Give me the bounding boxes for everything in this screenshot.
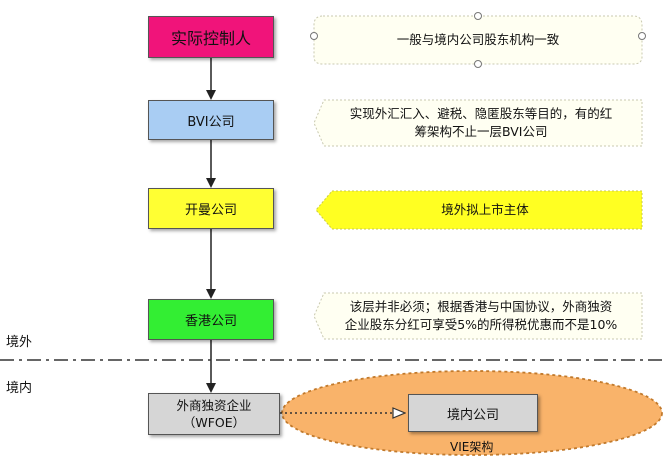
bvi-note-shape [313,99,643,147]
cayman-note-text: 境外拟上市主体 [441,202,529,217]
hk-note-line2: 企业股东分红可享受5%的所得税优惠而不是10% [344,317,618,332]
domestic-label: 境内 [6,381,33,396]
hk-note-shape [313,292,643,340]
bvi-label: BVI公司 [187,114,235,130]
controller-note-text: 一般与境内公司股东机构一致 [396,32,560,47]
hongkong-label: 香港公司 [184,314,237,329]
hk-note-line1: 该层并非必须；根据香港与中国协议，外商独资 [349,299,613,314]
cayman-note: 境外拟上市主体 [330,191,640,229]
wfoe-box: 外商独资企业 （WFOE） [148,393,280,435]
hongkong-box: 香港公司 [148,299,274,340]
hk-note: 该层并非必须；根据香港与中国协议，外商独资 企业股东分红可享受5%的所得税优惠而… [322,293,640,339]
cayman-box: 开曼公司 [148,188,274,229]
domestic-company-label: 境内公司 [446,407,499,423]
bvi-note: 实现外汇汇入、避税、隐匿股东等目的，有的红 筹架构不止一层BVI公司 [322,100,640,146]
controller-box: 实际控制人 [148,16,274,58]
controller-note-shape [310,12,646,68]
bvi-note-line2: 筹架构不止一层BVI公司 [414,124,548,139]
controller-label: 实际控制人 [170,29,251,48]
cayman-note-shape [315,190,643,230]
domestic-company-box: 境内公司 [408,394,538,432]
controller-note: 一般与境内公司股东机构一致 [318,16,638,64]
wfoe-label-line2: （WFOE） [182,415,246,430]
overseas-label: 境外 [6,335,33,350]
bvi-box: BVI公司 [148,100,274,140]
cayman-label: 开曼公司 [184,203,237,218]
wfoe-label-line1: 外商独资企业 [176,398,252,413]
vie-label: VIE架构 [450,440,494,454]
bvi-note-line1: 实现外汇汇入、避税、隐匿股东等目的，有的红 [349,106,613,121]
